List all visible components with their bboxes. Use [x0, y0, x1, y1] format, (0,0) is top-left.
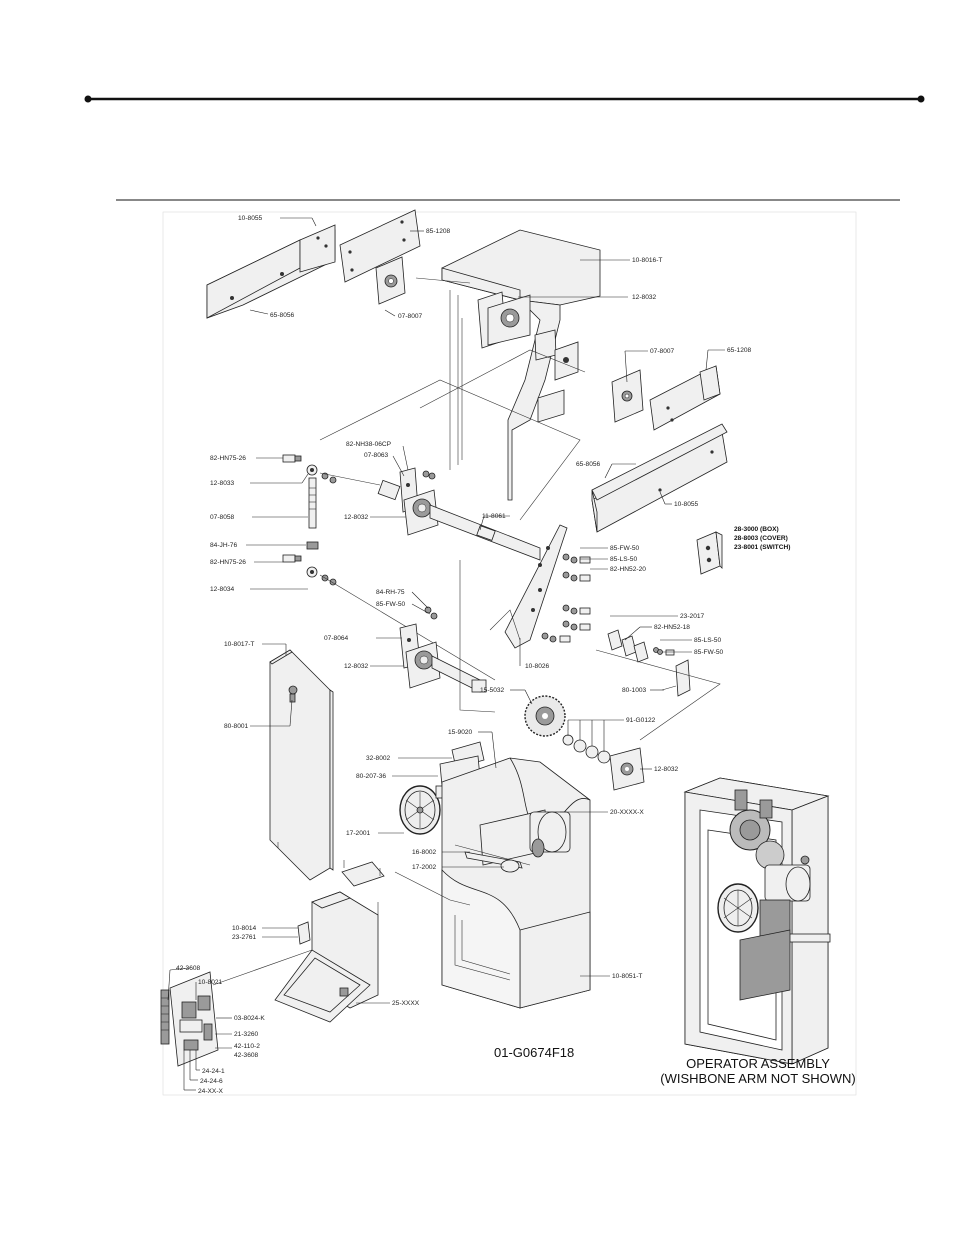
callout-07-8063: 07-8063 [364, 452, 389, 459]
callout-12-8033: 12-8033 [210, 480, 235, 487]
callout-12-8034: 12-8034 [210, 586, 235, 593]
callout-42-3608-b: 42-3608 [234, 1052, 259, 1059]
callout-15-5032: 15-5032 [480, 687, 505, 694]
callout-17-2001: 17-2001 [346, 830, 371, 837]
callout-91-g0122: 91-G0122 [626, 717, 656, 724]
limit-switch-hardware [595, 629, 721, 741]
switch-box-label: 28-3000 (BOX) [734, 526, 779, 533]
callout-11-8061: 11-8061 [482, 513, 506, 520]
callout-42-110-2: 42-110-2 [234, 1043, 260, 1050]
title-line-2: (WISHBONE ARM NOT SHOWN) [660, 1071, 855, 1086]
callout-85-fw-50-a: 85-FW-50 [610, 545, 640, 552]
callout-10-8051-t: 10-8051-T [612, 973, 642, 980]
lower-housing [394, 757, 591, 1009]
callout-23-2017: 23-2017 [680, 613, 705, 620]
callout-21-3260: 21-3260 [234, 1031, 259, 1038]
callout-10-8021: 10-8021 [198, 979, 223, 986]
callout-65-1208-right: 65-1208 [727, 347, 752, 354]
callout-07-8007-top: 07-8007 [398, 313, 423, 320]
callout-labels: 10-8055 85-1208 65-8056 07-8007 10-8016-… [176, 215, 856, 1095]
switch-label: 23-8001 (SWITCH) [734, 544, 790, 551]
switch-cover-label: 28-8003 (COVER) [734, 535, 788, 542]
callout-65-8056-top: 65-8056 [270, 312, 295, 319]
callout-10-8017-t: 10-8017-T [224, 641, 254, 648]
title-line-1: OPERATOR ASSEMBLY [686, 1056, 830, 1071]
callout-82-hn52-18: 82-HN52-18 [654, 624, 690, 631]
callout-07-8058: 07-8058 [210, 514, 235, 521]
callout-85-1208-top: 85-1208 [426, 228, 451, 235]
callout-85-fw-50-b: 85-FW-50 [376, 601, 406, 608]
callout-82-nh38-06cp: 82-NH38-06CP [346, 441, 392, 448]
callout-85-ls-50-b: 85-LS-50 [694, 637, 721, 644]
leader-lines [167, 217, 725, 1091]
callout-24-xx-x: 24-XX-X [198, 1088, 224, 1095]
header-rule [84, 95, 925, 103]
callout-32-8002: 32-8002 [366, 755, 391, 762]
callout-16-8002: 16-8002 [412, 849, 437, 856]
callout-10-8026: 10-8026 [525, 663, 550, 670]
callout-20-xxxx-x: 20-XXXX-X [610, 809, 644, 816]
callout-10-8016-t: 10-8016-T [632, 257, 662, 264]
callout-24-24-1: 24-24-1 [202, 1068, 225, 1075]
bearing-plate-lower [609, 747, 645, 791]
callout-84-jh-76: 84-JH-76 [210, 542, 237, 549]
door-panel [269, 649, 334, 881]
sprocket-15-5032 [524, 695, 611, 764]
callout-10-8055-top: 10-8055 [238, 215, 263, 222]
callout-80-207-36: 80-207-36 [356, 773, 386, 780]
side-plate-10-8026 [504, 524, 591, 649]
callout-17-2002: 17-2002 [412, 864, 437, 871]
callout-07-8064: 07-8064 [324, 635, 349, 642]
callout-12-8032-c: 12-8032 [344, 663, 369, 670]
top-left-rail-assembly [206, 209, 421, 319]
callout-24-24-6: 24-24-6 [200, 1078, 223, 1085]
callout-42-3608-a: 42-3608 [176, 965, 201, 972]
switch-box [696, 531, 723, 575]
callout-10-8055-mid: 10-8055 [674, 501, 699, 508]
callout-25-xxxx: 25-XXXX [392, 1000, 420, 1007]
callout-80-1003: 80-1003 [622, 687, 647, 694]
drawing-number: 01-G0674F18 [494, 1045, 574, 1060]
callout-12-8032-a: 12-8032 [632, 294, 657, 301]
callout-07-8007-right: 07-8007 [650, 348, 675, 355]
callout-85-ls-50-a: 85-LS-50 [610, 556, 637, 563]
upper-shaft-assembly [377, 467, 541, 561]
callout-12-8032-b: 12-8032 [344, 514, 369, 521]
callout-82-hn75-26-b: 82-HN75-26 [210, 559, 246, 566]
linkage-hardware [282, 454, 496, 681]
callout-82-hn52-20: 82-HN52-20 [610, 566, 646, 573]
callout-84-rh-75: 84-RH-75 [376, 589, 405, 596]
callout-82-hn75-26-a: 82-HN75-26 [210, 455, 246, 462]
callout-23-2761: 23-2761 [232, 934, 257, 941]
callout-12-8032-d: 12-8032 [654, 766, 679, 773]
lower-shaft-assembly [399, 560, 521, 713]
callout-85-fw-50-c: 85-FW-50 [694, 649, 724, 656]
assembled-operator-view [683, 777, 831, 1065]
callout-65-8056-mid: 65-8056 [576, 461, 601, 468]
callout-10-8014: 10-8014 [232, 925, 257, 932]
callout-15-9020: 15-9020 [448, 729, 473, 736]
control-box [160, 860, 385, 1067]
callout-80-8001: 80-8001 [224, 723, 249, 730]
callout-03-8024-k: 03-8024-K [234, 1015, 265, 1022]
upper-housing [319, 229, 601, 521]
right-rail-assembly [591, 365, 728, 533]
